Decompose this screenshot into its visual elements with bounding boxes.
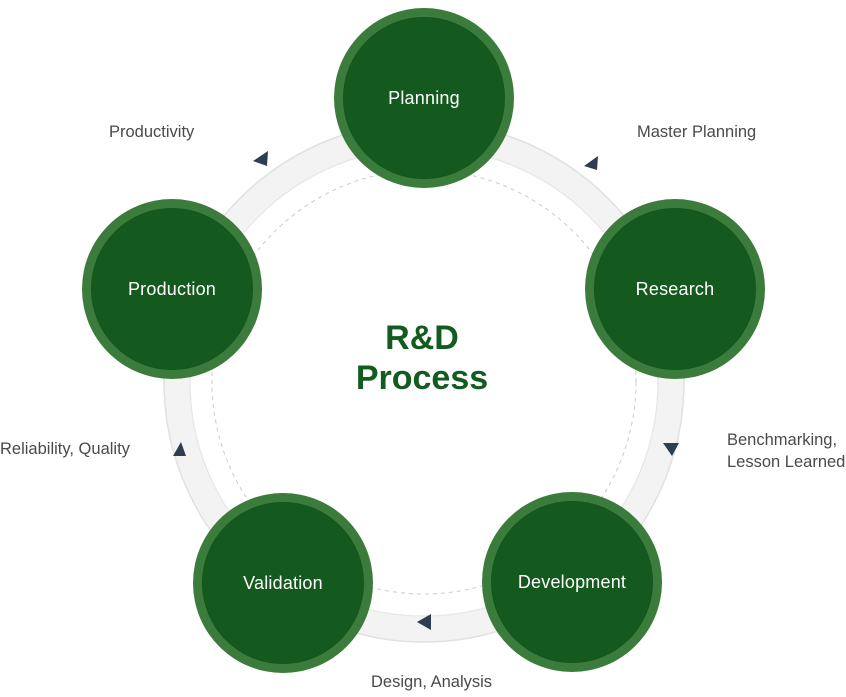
diagram-title: R&D Process bbox=[322, 318, 522, 398]
node-validation: Validation bbox=[193, 493, 373, 673]
node-development: Development bbox=[482, 492, 662, 672]
arrow-validation-to-production bbox=[173, 442, 186, 456]
arrow-research-to-development bbox=[663, 443, 679, 456]
inner-dashed-circle bbox=[211, 169, 637, 595]
node-research: Research bbox=[585, 199, 765, 379]
node-development-label: Development bbox=[517, 571, 627, 592]
node-research-label: Research bbox=[635, 278, 715, 299]
node-production: Production bbox=[82, 199, 262, 379]
step-label-productivity: Productivity bbox=[109, 121, 194, 143]
title-line-2: Process bbox=[355, 359, 489, 397]
arrow-production-to-planning bbox=[253, 151, 268, 166]
title-line-1: R&D bbox=[385, 319, 459, 357]
node-planning-label: Planning bbox=[388, 87, 460, 108]
arrow-development-to-validation bbox=[417, 614, 431, 630]
step-label-benchmarking: Benchmarking, Lesson Learned bbox=[727, 429, 845, 473]
node-research-inner: Research bbox=[594, 208, 756, 370]
node-planning: Planning bbox=[334, 8, 514, 188]
step-label-design-analysis: Design, Analysis bbox=[371, 671, 492, 693]
node-validation-inner: Validation bbox=[202, 502, 364, 664]
arrow-planning-to-research bbox=[584, 156, 598, 170]
node-validation-label: Validation bbox=[243, 572, 323, 593]
step-label-reliability-quality-text: Reliability, Quality bbox=[0, 440, 130, 458]
step-label-benchmarking-line-1: Benchmarking, bbox=[727, 431, 838, 449]
step-label-master-planning: Master Planning bbox=[637, 121, 756, 143]
step-label-reliability-quality: Reliability, Quality bbox=[0, 438, 130, 460]
node-production-inner: Production bbox=[91, 208, 253, 370]
node-planning-inner: Planning bbox=[343, 17, 505, 179]
step-label-benchmarking-line-2: Lesson Learned bbox=[727, 453, 846, 471]
step-label-master-planning-text: Master Planning bbox=[637, 123, 757, 141]
node-production-label: Production bbox=[127, 278, 217, 299]
step-label-design-analysis-text: Design, Analysis bbox=[371, 673, 493, 691]
step-label-productivity-text: Productivity bbox=[109, 123, 195, 141]
node-development-inner: Development bbox=[491, 501, 653, 663]
